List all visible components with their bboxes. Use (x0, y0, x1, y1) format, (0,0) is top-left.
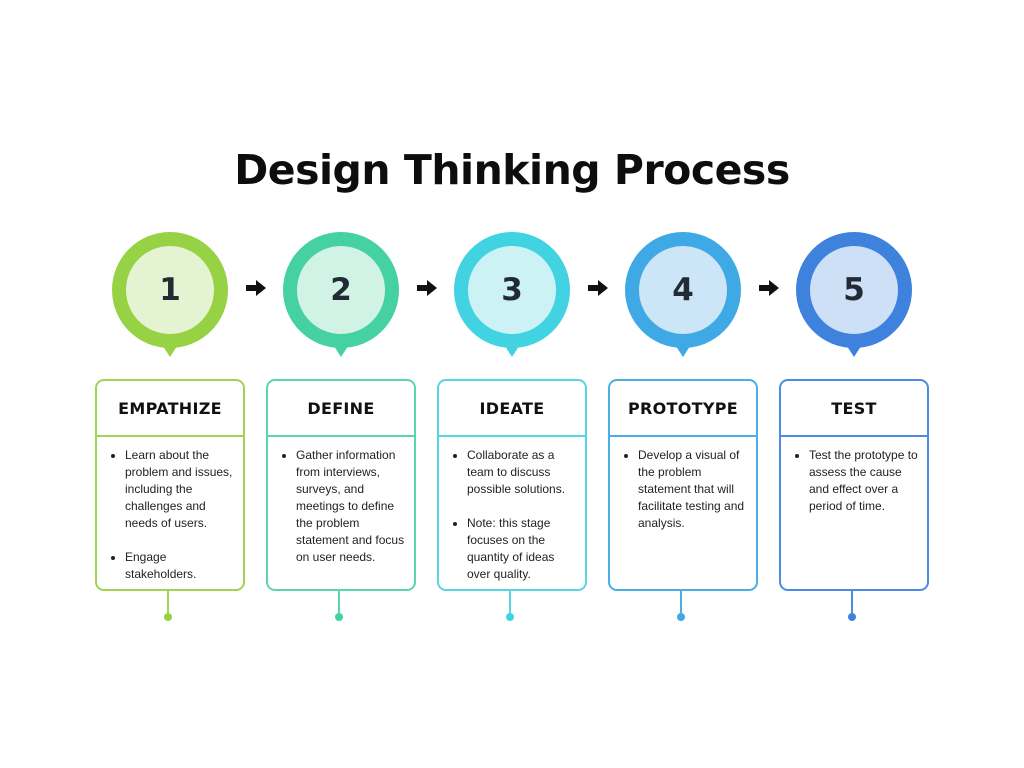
connector-dot (848, 613, 856, 621)
step-description: Develop a visual of the problem statemen… (610, 437, 756, 532)
step-number: 1 (126, 246, 214, 334)
step-empathize: 1 EMPATHIZE Learn about the problem and … (85, 0, 255, 768)
step-card: PROTOTYPE Develop a visual of the proble… (608, 379, 758, 591)
step-number: 3 (468, 246, 556, 334)
step-description: Gather information from interviews, surv… (268, 437, 414, 566)
step-pin: 2 (283, 232, 399, 348)
step-card: TEST Test the prototype to assess the ca… (779, 379, 929, 591)
arrow-right-icon (417, 280, 437, 296)
connector-line (338, 591, 340, 613)
bullet-item: Collaborate as a team to discuss possibl… (467, 447, 579, 498)
step-title: EMPATHIZE (97, 381, 243, 437)
bullet-item: Gather information from interviews, surv… (296, 447, 408, 566)
step-ideate: 3 IDEATE Collaborate as a team to discus… (427, 0, 597, 768)
step-title: PROTOTYPE (610, 381, 756, 437)
step-title: TEST (781, 381, 927, 437)
connector-dot (677, 613, 685, 621)
step-description: Learn about the problem and issues, incl… (97, 437, 243, 583)
bullet-item: Engage stakeholders. (125, 549, 237, 583)
step-pin: 3 (454, 232, 570, 348)
step-description: Collaborate as a team to discuss possibl… (439, 437, 585, 583)
step-card: EMPATHIZE Learn about the problem and is… (95, 379, 245, 591)
step-pin: 5 (796, 232, 912, 348)
connector-line (167, 591, 169, 613)
step-define: 2 DEFINE Gather information from intervi… (256, 0, 426, 768)
bullet-item: Note: this stage focuses on the quantity… (467, 515, 579, 583)
connector-line (680, 591, 682, 613)
step-pin: 1 (112, 232, 228, 348)
arrow-right-icon (246, 280, 266, 296)
bullet-item: Develop a visual of the problem statemen… (638, 447, 750, 532)
arrow-right-icon (759, 280, 779, 296)
step-card: IDEATE Collaborate as a team to discuss … (437, 379, 587, 591)
step-title: DEFINE (268, 381, 414, 437)
connector-line (509, 591, 511, 613)
page-title: Design Thinking Process (234, 146, 790, 194)
step-title: IDEATE (439, 381, 585, 437)
step-description: Test the prototype to assess the cause a… (781, 437, 927, 515)
step-test: 5 TEST Test the prototype to assess the … (769, 0, 939, 768)
step-number: 5 (810, 246, 898, 334)
step-number: 4 (639, 246, 727, 334)
step-prototype: 4 PROTOTYPE Develop a visual of the prob… (598, 0, 768, 768)
bullet-item: Learn about the problem and issues, incl… (125, 447, 237, 532)
bullet-item: Test the prototype to assess the cause a… (809, 447, 921, 515)
step-card: DEFINE Gather information from interview… (266, 379, 416, 591)
connector-dot (164, 613, 172, 621)
connector-line (851, 591, 853, 613)
connector-dot (506, 613, 514, 621)
arrow-right-icon (588, 280, 608, 296)
step-number: 2 (297, 246, 385, 334)
step-pin: 4 (625, 232, 741, 348)
connector-dot (335, 613, 343, 621)
